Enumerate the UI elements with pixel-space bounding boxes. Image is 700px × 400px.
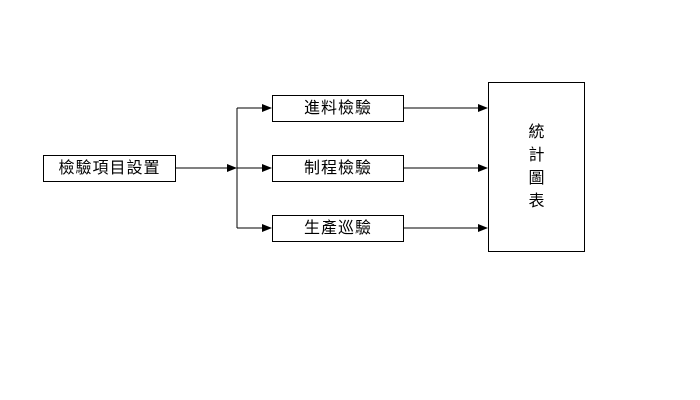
node-incoming-inspection: 進料檢驗 [272, 95, 404, 122]
node-statistics-chart-label: 統計圖表 [528, 124, 545, 210]
node-production-patrol-inspection-label: 生產巡驗 [303, 219, 372, 237]
node-production-patrol-inspection: 生產巡驗 [272, 215, 404, 242]
node-inspection-item-setup: 檢驗項目設置 [43, 155, 176, 182]
node-process-inspection-label: 制程檢驗 [303, 159, 372, 177]
node-statistics-chart: 統計圖表 [488, 82, 585, 252]
node-process-inspection: 制程檢驗 [272, 155, 404, 182]
node-incoming-inspection-label: 進料檢驗 [303, 99, 372, 117]
node-inspection-item-setup-label: 檢驗項目設置 [58, 159, 161, 177]
